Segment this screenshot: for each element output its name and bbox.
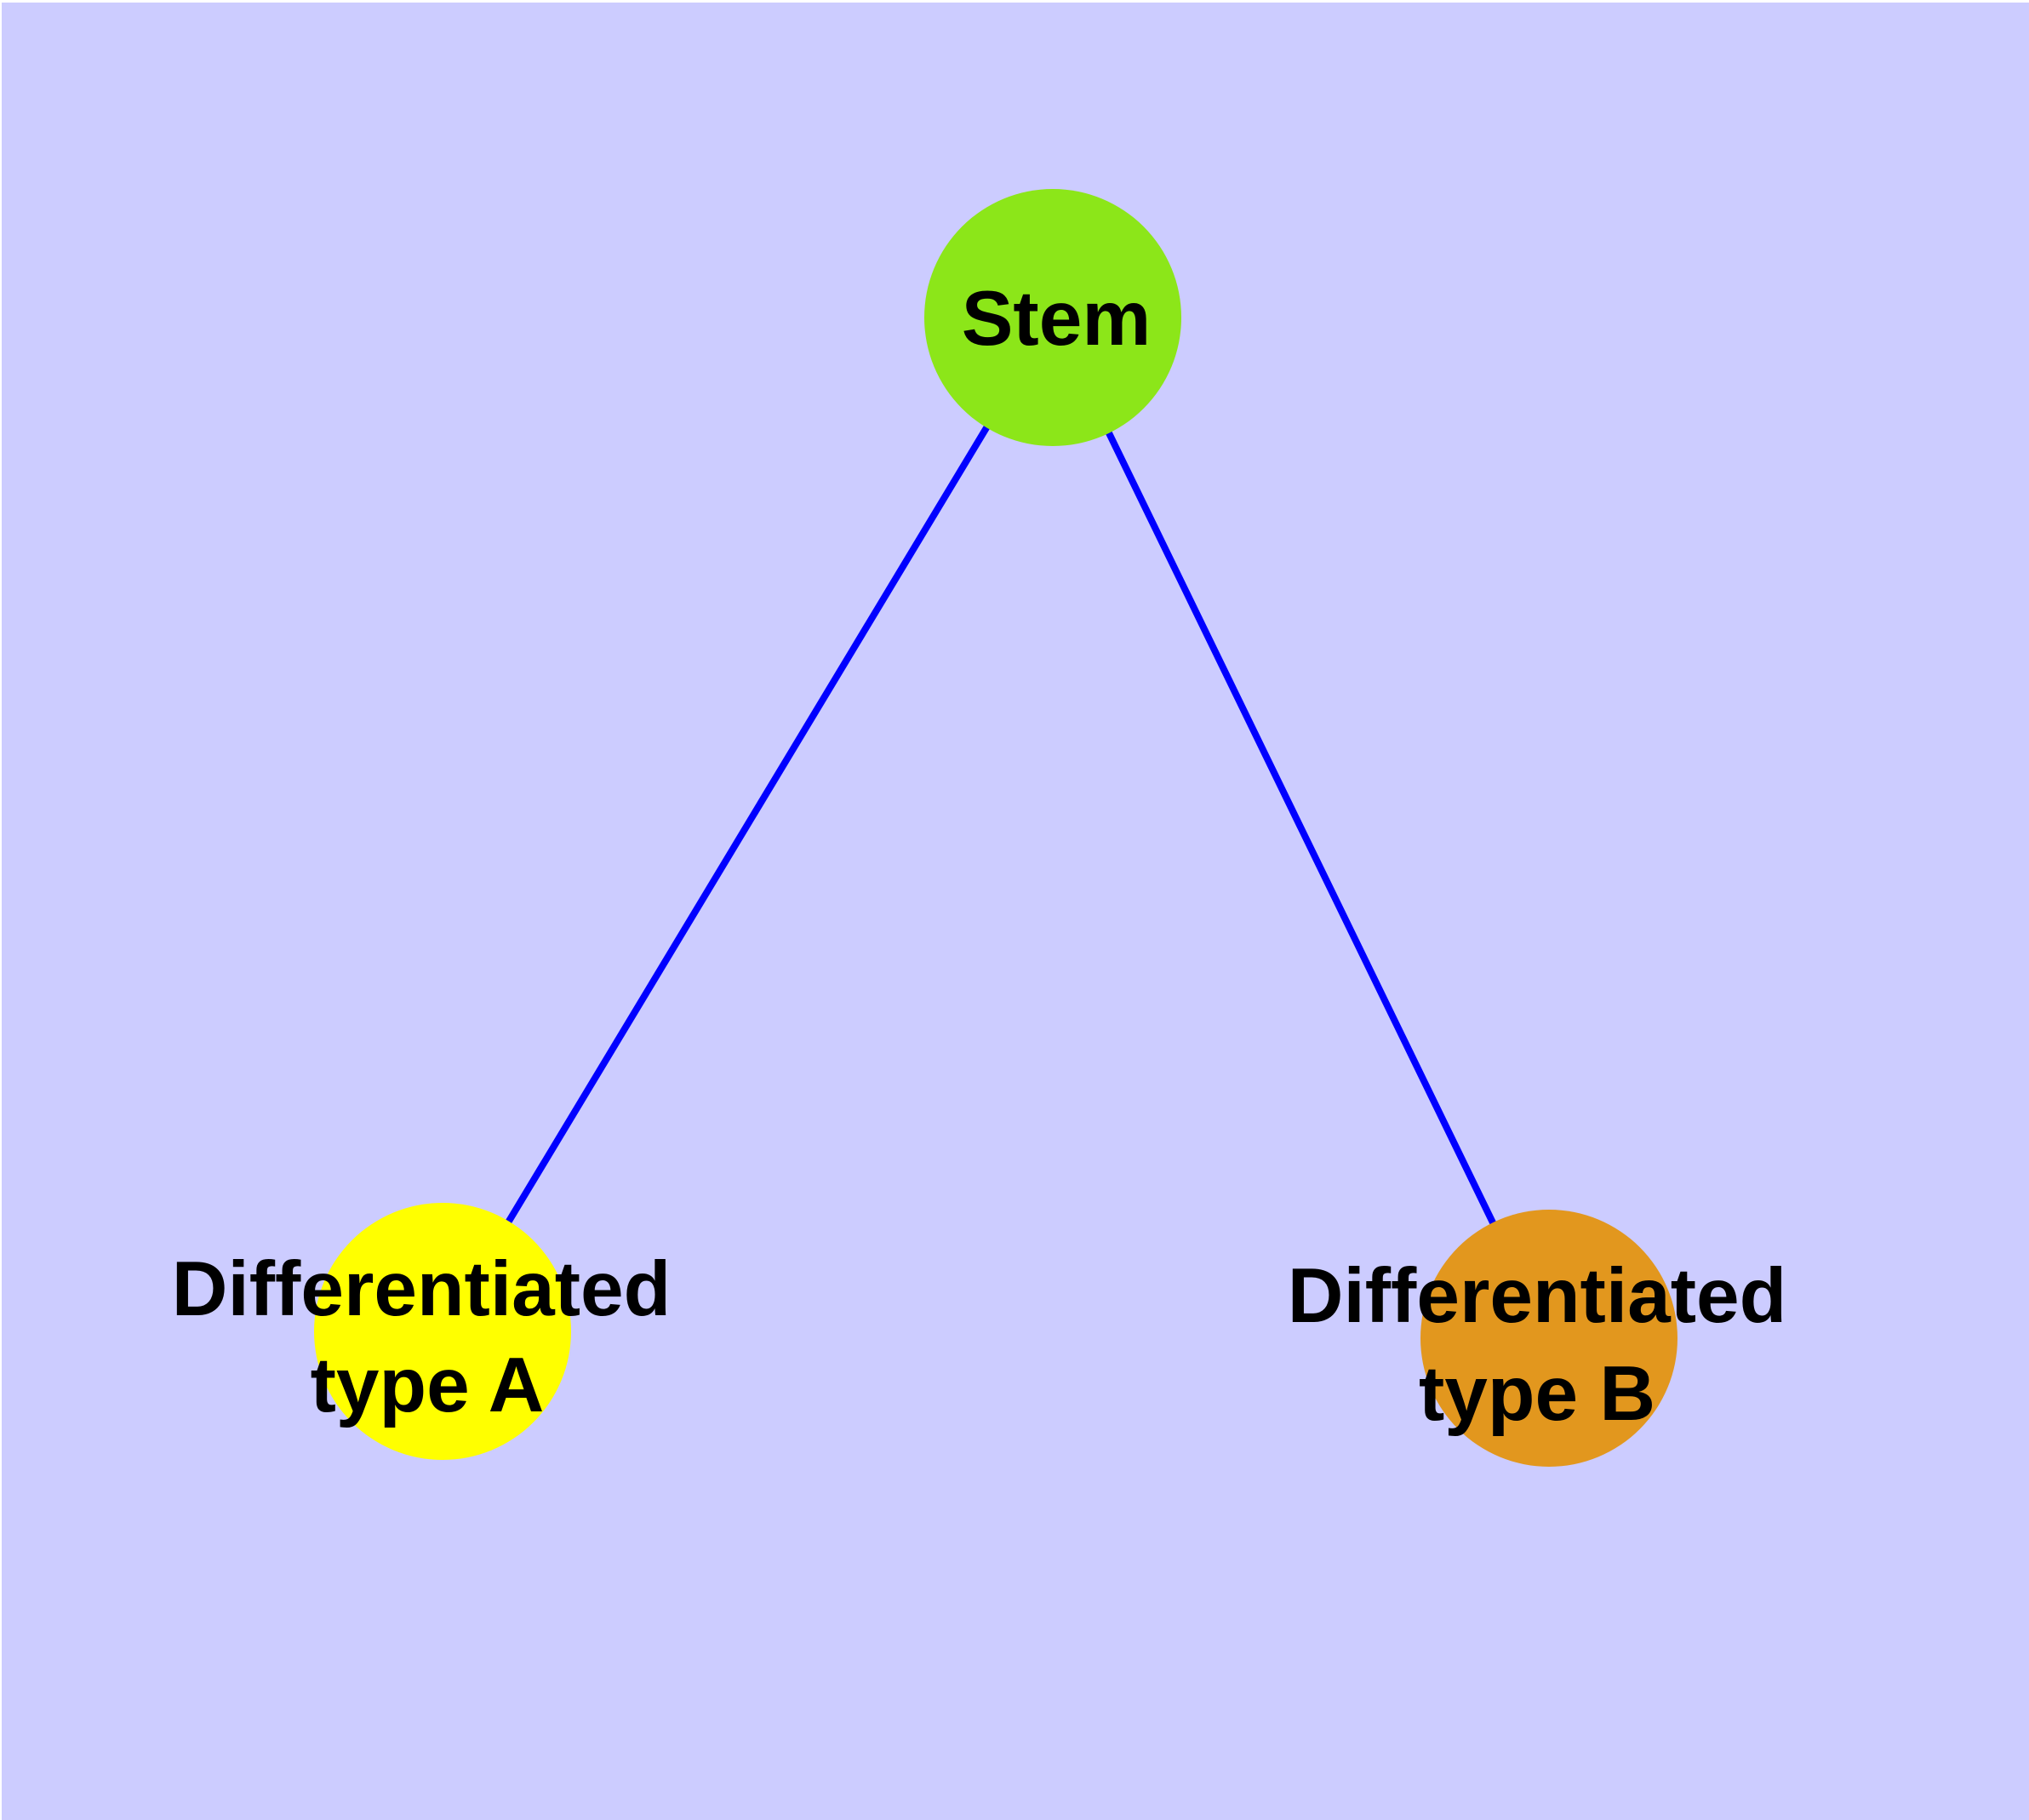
node-type-b-label-line1: Differentiated — [1288, 1253, 1787, 1339]
node-type-a-circle — [314, 1203, 571, 1460]
node-type-b-label-line2: type B — [1419, 1351, 1655, 1437]
node-type-b-circle — [1420, 1210, 1677, 1467]
node-stem-circle — [924, 189, 1181, 446]
node-stem-label: Stem — [962, 276, 1152, 362]
edge-stem-to-type-a — [439, 315, 1056, 1334]
node-type-a-label-line2: type A — [311, 1342, 545, 1428]
edge-stem-to-type-b — [1049, 316, 1552, 1340]
node-type-a-label-line1: Differentiated — [172, 1246, 672, 1332]
